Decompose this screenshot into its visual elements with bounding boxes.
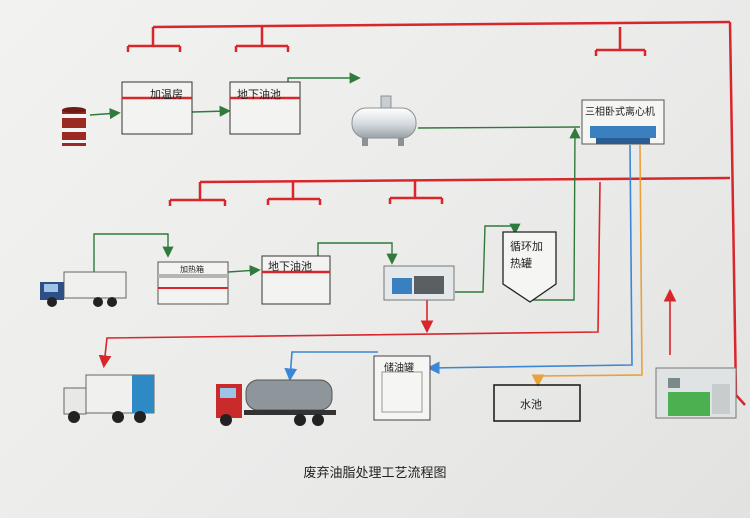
- steam-branch-heating-room: [126, 27, 182, 52]
- steam-branch-separator: [388, 180, 444, 204]
- centrifuge-label: 三相卧式离心机: [585, 107, 655, 118]
- storage-tank-label: 储油罐: [384, 363, 414, 374]
- heating-box-to-pool: [227, 264, 261, 277]
- steam-branch-centrifuge: [594, 27, 647, 56]
- heating-box-label: 加热箱: [180, 265, 204, 274]
- top-steam-main: [152, 20, 731, 29]
- steam-branch-pool-2: [266, 182, 322, 205]
- right-steam-riser: [728, 21, 746, 406]
- diagram-title: 废弃油脂处理工艺流程图: [303, 466, 447, 481]
- circulation-tank-label: 循环加热罐: [510, 240, 543, 270]
- middle-steam-main: [199, 176, 731, 184]
- centrifuge-icon: [581, 99, 665, 145]
- water-pool-box: [493, 384, 581, 422]
- underground-pool-2-label: 地下油池: [268, 260, 312, 273]
- heating-room-label: 加温房: [150, 88, 183, 101]
- circulation-tank-shape: [502, 231, 557, 303]
- oil-lines: [89, 72, 581, 301]
- separator-machine-icon: [383, 265, 455, 301]
- storage-cylinder-tank-icon: [351, 95, 417, 146]
- storage-to-tanker: [284, 351, 378, 382]
- tanker-truck-icon: [216, 379, 336, 426]
- centrifuge-water-to-pool: [531, 144, 643, 388]
- heating-room-box: [121, 81, 193, 135]
- heating-room-to-pool: [191, 105, 231, 117]
- compactor-truck-icon: [63, 374, 155, 423]
- underground-pool-1-box: [229, 81, 301, 135]
- centrifuge-oil-to-storage: [426, 144, 633, 375]
- steam-branch-heating-box: [168, 182, 227, 206]
- storage-oil-tank-box: [373, 355, 431, 421]
- underground-pool-2-box: [261, 255, 331, 305]
- boiler-house-icon: [655, 367, 737, 419]
- heating-box-box: [157, 261, 229, 305]
- truck-to-heating-box: [93, 233, 174, 278]
- tank-to-centrifuge: [417, 126, 581, 129]
- waste-to-compactor: [98, 181, 601, 369]
- separator-to-circulation: [455, 223, 521, 293]
- oil-drum-icon: [62, 107, 86, 146]
- collection-truck-icon: [40, 271, 127, 307]
- circulation-to-centrifuge: [532, 127, 581, 301]
- steam-lines: [126, 20, 746, 406]
- drum-to-heating-room: [89, 108, 121, 120]
- water-pool-label: 水池: [520, 398, 542, 411]
- steam-branch-pool-1: [234, 27, 290, 52]
- underground-pool-1-label: 地下油池: [237, 88, 281, 101]
